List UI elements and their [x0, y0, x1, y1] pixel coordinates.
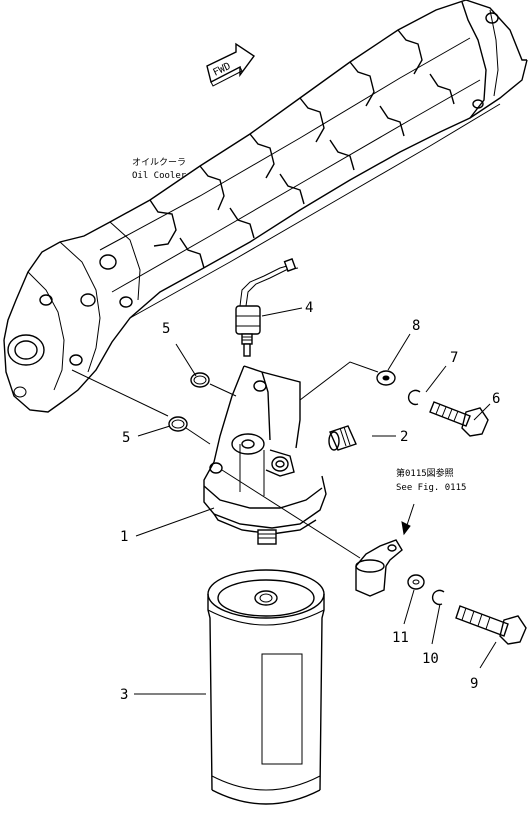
filter-head-bracket [203, 365, 327, 545]
callout-5-upper: 5 [162, 321, 170, 337]
callout-numbers: 1 2 3 4 5 5 6 7 8 9 10 11 [120, 300, 500, 703]
callout-9: 9 [470, 676, 478, 692]
bolt-lower [455, 605, 527, 645]
see-fig-label-jp: 第0115図参照 [396, 467, 454, 479]
washer-upper [376, 370, 396, 386]
fwd-direction-arrow: FWD [206, 42, 255, 87]
o-ring-lower [168, 416, 188, 432]
hose-clip [355, 539, 403, 597]
callout-1: 1 [120, 529, 128, 545]
see-fig-label-en: See Fig. 0115 [396, 483, 466, 493]
o-ring-upper [190, 372, 210, 388]
callout-3: 3 [120, 687, 128, 703]
callout-5-lower: 5 [122, 430, 130, 446]
callout-10: 10 [422, 651, 439, 667]
oil-cooler-label-jp: オイルクーラ [132, 157, 186, 168]
pressure-switch [235, 258, 299, 357]
callout-8: 8 [412, 318, 420, 334]
leader-lines [71, 307, 497, 695]
bolt-upper [429, 401, 489, 437]
callout-11: 11 [392, 630, 409, 646]
lock-washer-lower [431, 589, 445, 606]
washer-lower [407, 574, 425, 590]
lock-washer-upper [407, 389, 421, 406]
oil-cooler-label-en: Oil Cooler [132, 171, 187, 181]
plug [328, 425, 357, 451]
callout-6: 6 [492, 391, 500, 407]
filter-cartridge [207, 569, 325, 805]
oil-cooler-body [3, 0, 528, 413]
callout-2: 2 [400, 429, 408, 445]
callout-7: 7 [450, 350, 458, 366]
callout-4: 4 [305, 300, 313, 316]
